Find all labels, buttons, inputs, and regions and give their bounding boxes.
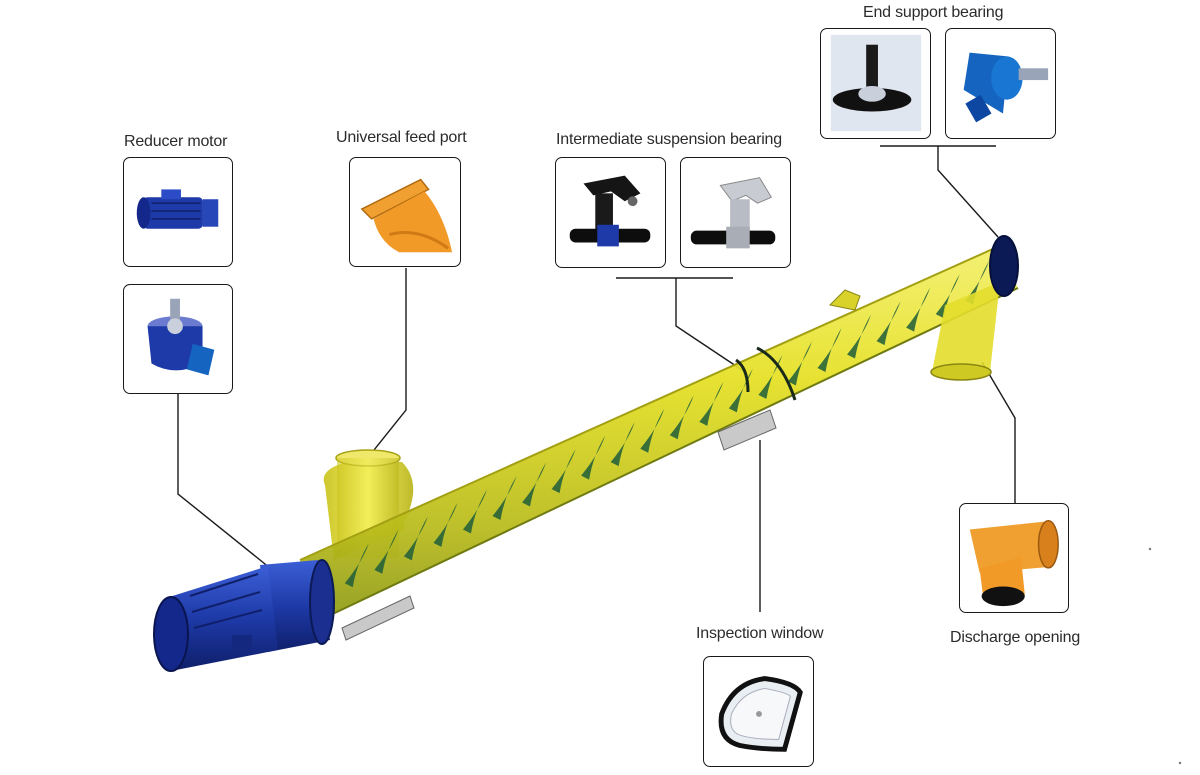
screw-flight [965, 260, 990, 305]
screw-flight [522, 462, 547, 507]
suspension-bearing-photo-box-2 [680, 157, 791, 268]
leader-end-bearing [937, 146, 999, 238]
screw-flight [787, 341, 812, 386]
reducer-motor-shape [153, 559, 335, 672]
reducer-motor-photo-box [123, 157, 233, 267]
inspection-bracket-shape [341, 409, 777, 641]
screw-flight [374, 529, 399, 574]
label-intermediate-suspension-bearing: Intermediate suspension bearing [556, 131, 782, 148]
inspection-window-photo [718, 676, 803, 752]
label-reducer-motor: Reducer motor [124, 133, 228, 150]
leader-feed-port [369, 268, 407, 456]
label-universal-feed-port: Universal feed port [336, 129, 467, 146]
screw-flights [344, 260, 990, 588]
screw-flight [344, 543, 369, 588]
screw-flight [403, 516, 428, 561]
end-flange-shape [989, 235, 1019, 297]
screw-flight [699, 381, 724, 426]
discharge-photo [969, 519, 1059, 607]
suspension-bearing-photo-box-1 [555, 157, 666, 268]
screw-flight [462, 489, 487, 534]
screw-flight [551, 449, 576, 494]
end-bearing-photo [963, 52, 1049, 123]
screw-flight [847, 314, 872, 359]
label-discharge-opening: Discharge opening [950, 629, 1081, 646]
reducer-motor-photo [136, 189, 219, 229]
leader-discharge [981, 361, 1016, 503]
screw-flight [817, 328, 842, 372]
screw-flight [669, 395, 694, 440]
end-bearing-photo [830, 34, 922, 132]
end-bearing-photo-box-2 [945, 28, 1056, 139]
label-inspection-window: Inspection window [696, 625, 824, 642]
screw-flight [758, 354, 783, 399]
screw-flight [876, 301, 901, 346]
screw-flight [433, 502, 458, 547]
conveyor-tube [299, 247, 1019, 621]
gearbox-photo-box [123, 284, 233, 394]
leader-suspension-bearing [675, 278, 746, 373]
screw-flight [610, 422, 635, 467]
decorative-specks [1148, 547, 1182, 765]
screw-flight [728, 368, 753, 413]
screw-flight [581, 435, 606, 480]
inspection-window-photo-box [703, 656, 814, 767]
feed-port-photo [360, 178, 453, 253]
bearing-bands [735, 346, 797, 401]
screw-flight [640, 408, 665, 453]
discharge-photo-box [959, 503, 1069, 613]
suspension-bearing-photo [569, 175, 651, 247]
gearbox-photo [147, 298, 215, 376]
label-end-support-bearing: End support bearing [863, 4, 1004, 21]
discharge-pipe-shape [930, 282, 1000, 381]
leader-lines [177, 145, 1016, 612]
leader-reducer-motor [177, 393, 271, 569]
suspension-bearing-photo [690, 177, 776, 249]
screw-flight [492, 476, 517, 520]
screw-flight [935, 274, 960, 319]
lifting-tab-shape [828, 289, 861, 311]
screw-flight [906, 287, 931, 332]
end-bearing-photo-box-1 [820, 28, 931, 139]
feed-port-photo-box [349, 157, 461, 267]
